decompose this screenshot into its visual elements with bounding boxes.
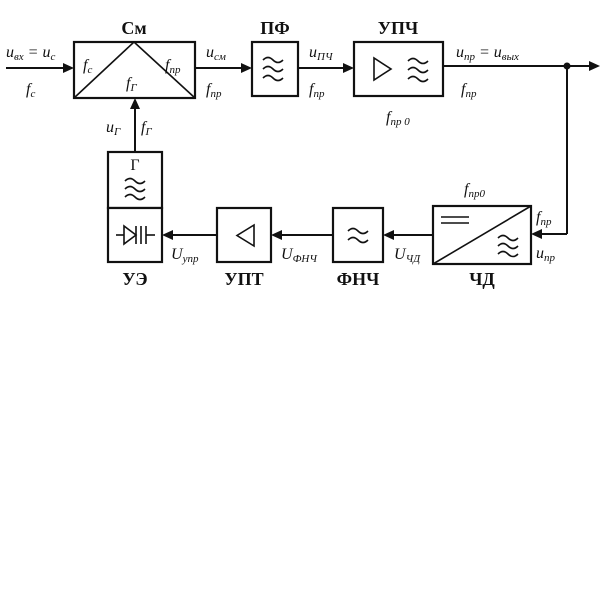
mixer-block	[72, 40, 197, 100]
bandpass-label: ПФ	[260, 18, 289, 38]
lowpass-label: ФНЧ	[337, 269, 380, 289]
pf-signal-label: uПЧ	[309, 44, 334, 63]
if-amp-center-freq: fпр 0	[386, 109, 410, 128]
lowpass-block	[331, 206, 385, 264]
feedback-arrow	[531, 229, 542, 239]
pf-to-ifamp-arrow	[343, 63, 354, 73]
output-arrow	[589, 61, 600, 71]
lpf-to-dcamp-arrow	[271, 230, 282, 240]
dc-amp-triangle-icon	[235, 223, 255, 248]
bandpass-filter-icon	[262, 56, 284, 82]
mixer-to-pf-arrow	[241, 63, 252, 73]
detector-to-lpf-arrow	[383, 230, 394, 240]
mixer-port-lo: fГ	[126, 75, 137, 94]
detector-center-freq: fпр0	[464, 181, 485, 200]
input-arrow	[63, 63, 74, 73]
if-amp-label: УПЧ	[378, 18, 418, 38]
detector-freq-label: fпр	[536, 209, 552, 228]
bandpass-block	[250, 40, 300, 98]
detector-label: ЧД	[469, 269, 495, 289]
dc-amp-block	[215, 206, 273, 264]
amplifier-triangle-icon	[373, 56, 393, 82]
uupr-label: Uупр	[171, 246, 199, 265]
generator-to-mixer-arrow	[130, 98, 140, 109]
detector-filter-icon	[497, 234, 519, 258]
pf-freq-label: fпр	[309, 81, 325, 100]
mixer-port-out: fпр	[165, 57, 181, 76]
varicap-diode-icon	[116, 224, 155, 246]
ug-label: uГ	[106, 119, 121, 138]
mix-signal-label: uсм	[206, 44, 226, 63]
generator-label: Г	[130, 157, 139, 174]
dcamp-to-control-arrow	[162, 230, 173, 240]
generator-filter-icon	[124, 177, 146, 201]
input-signal-label: uвх = uс	[6, 44, 55, 63]
lowpass-filter-icon	[347, 227, 369, 244]
control-element-label: УЭ	[122, 269, 147, 289]
mixer-label: См	[121, 18, 146, 38]
mix-freq-label: fпр	[206, 81, 222, 100]
ucd-label: UЧД	[394, 246, 421, 265]
dc-amp-label: УПТ	[224, 269, 263, 289]
output-freq-label: fпр	[461, 81, 477, 100]
if-amp-filter-icon	[407, 57, 429, 83]
ufnc-label: UФНЧ	[281, 246, 318, 265]
input-freq-label: fс	[26, 81, 35, 100]
if-amp-block	[352, 40, 445, 98]
fg-label: fГ	[141, 119, 152, 138]
mixer-port-in: fс	[83, 57, 92, 76]
detector-signal-label: uпр	[536, 245, 556, 264]
output-signal-label: uпр = uвых	[456, 44, 519, 63]
